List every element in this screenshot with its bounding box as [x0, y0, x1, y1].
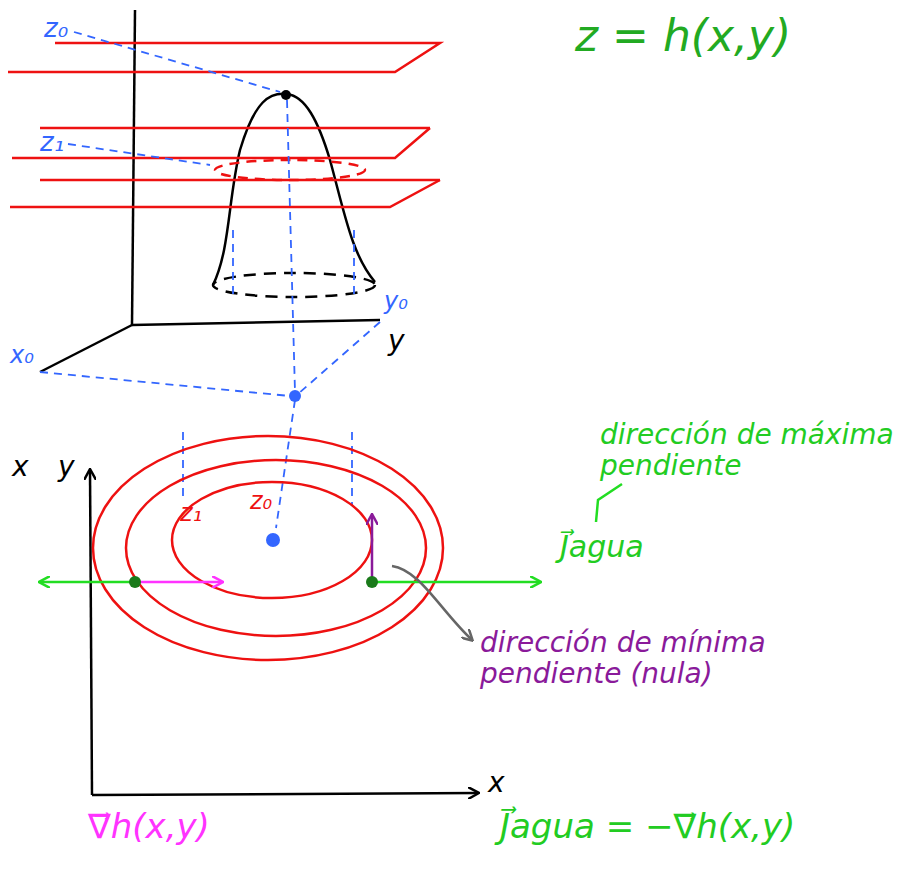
axis-name: y	[388, 326, 405, 357]
annotation: dirección de máxima pendiente	[600, 420, 900, 482]
axes-3d	[40, 10, 380, 372]
point-right	[366, 576, 378, 588]
contour-value: z₁	[180, 500, 202, 526]
peak-point	[281, 90, 291, 100]
flux-equation: J⃗agua = −∇⃗h(x,y)	[500, 808, 795, 845]
axis-value: z₀	[44, 14, 68, 43]
projection-lines	[40, 32, 380, 528]
projected-point	[289, 390, 301, 402]
axis-value: y₀	[384, 288, 408, 314]
center-point	[266, 533, 280, 547]
contour-lines	[93, 436, 443, 660]
axis-name: x	[488, 768, 505, 799]
level-planes	[8, 43, 440, 207]
axis-value: z₁	[40, 128, 64, 157]
annotation: dirección de mínima pendiente (nula)	[480, 628, 900, 690]
point-left	[129, 576, 141, 588]
surface	[213, 94, 375, 297]
function-label: z = h(x,y)	[575, 12, 791, 60]
gradient-arrows	[40, 484, 622, 640]
gradient-label: ∇⃗h(x,y)	[88, 808, 210, 845]
axes-2d	[90, 470, 478, 795]
axis-name: x	[12, 452, 29, 483]
axis-name: y	[58, 452, 75, 483]
vector-label: J⃗agua	[560, 530, 644, 563]
axis-value: x₀	[10, 342, 34, 368]
contour-value: z₀	[250, 488, 272, 514]
